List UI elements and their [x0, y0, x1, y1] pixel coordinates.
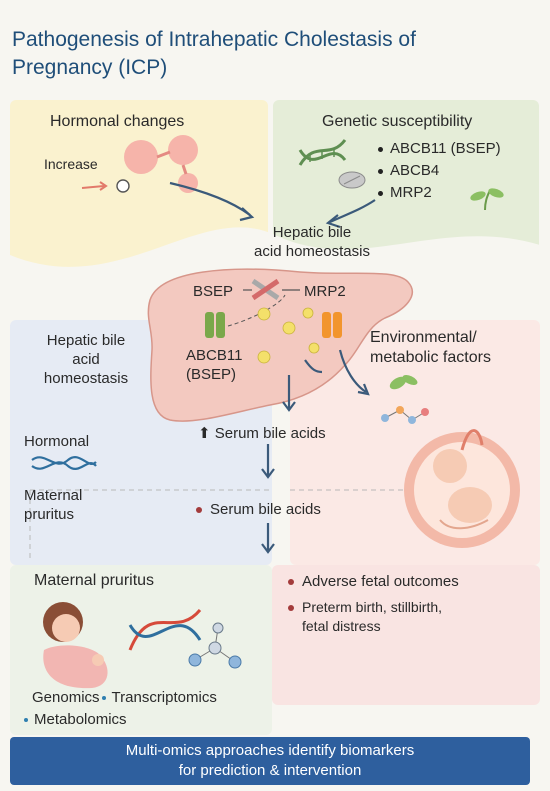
title-line-2: Pregnancy (ICP) [12, 56, 168, 79]
serum-bile-acids-text-2: Serum bile acids [210, 501, 321, 518]
hepatic-label-line-1: Hepatic bile [272, 224, 352, 241]
abcb11-label: ABCB11 (BSEP) [186, 346, 242, 384]
arrow-liver-right-2 [338, 349, 367, 393]
abcb11-transporter-icon [205, 312, 225, 338]
omics-molecule-icon [188, 622, 242, 669]
liver-illustration [147, 268, 414, 422]
genetic-item: ABCB11 (BSEP) [378, 138, 501, 160]
pill-icon [338, 171, 366, 189]
genetic-susceptibility-heading: Genetic susceptibility [322, 113, 473, 130]
genetic-item: MRP2 [378, 182, 501, 204]
maternal-pruritus-label: Maternal pruritus [24, 486, 82, 524]
environment-line-2: metabolic factors [370, 349, 491, 366]
red-bullet-icon [288, 579, 294, 586]
bsep-label: BSEP [193, 283, 234, 300]
pregnant-woman-icon [43, 602, 108, 689]
banner-line-2: for prediction & intervention [178, 762, 362, 779]
multi-omics-banner: Multi-omics approaches identify biomarke… [10, 737, 530, 785]
transcriptomics-label: Transcriptomics [111, 689, 217, 706]
sprout-icon [470, 188, 504, 211]
blue-bullet-icon [24, 718, 28, 723]
increase-label: Increase [44, 156, 98, 172]
adverse-fetal-outcomes-heading: Adverse fetal outcomes [288, 572, 459, 591]
fetal-line-1: Preterm birth, stillbirth, [302, 599, 443, 615]
hormonal-label: Hormonal [24, 433, 90, 450]
maternal-line-2: pruritus [24, 506, 75, 523]
metabolomics-label: Metabolomics [22, 710, 127, 729]
fetal-outcomes-detail: Preterm birth, stillbirth, fetal distres… [288, 598, 442, 636]
abcb11-line-2: (BSEP) [186, 366, 237, 383]
fetal-line-2: fetal distress [302, 618, 381, 634]
red-bullet-icon [196, 507, 202, 514]
mrp2-label: MRP2 [304, 283, 346, 300]
banner-line-1: Multi-omics approaches identify biomarke… [125, 742, 415, 759]
page-title: Pathogenesis of Intrahepatic Cholestasis… [12, 26, 532, 82]
left-heading-line-2: acid homeostasis [43, 351, 129, 387]
blocked-transport-x-icon [251, 278, 280, 301]
serum-bile-acids-increase: ⬆ Serum bile acids [198, 424, 326, 443]
hormonal-changes-heading: Hormonal changes [50, 113, 185, 130]
adverse-fetal-panel [272, 565, 540, 705]
title-line-1: Pathogenesis of Intrahepatic Cholestasis… [12, 28, 416, 51]
blue-bullet-icon [101, 696, 106, 701]
abcb11-line-1: ABCB11 [186, 347, 243, 364]
up-arrow-icon: ⬆ [198, 425, 211, 442]
dna-helix-icon [298, 139, 347, 166]
hormone-molecule-icon [81, 135, 198, 193]
environment-line-1: Environmental/ [370, 329, 477, 346]
hepatic-homeostasis-label: Hepatic bile acid homeostasis [252, 223, 372, 261]
serum-bile-acids-item: Serum bile acids [196, 500, 321, 519]
genetic-item: ABCB4 [378, 160, 501, 182]
wave-divider [10, 227, 540, 275]
omics-heading: Maternal pruritus [34, 572, 155, 589]
hepatic-label-line-2: acid homeostasis [254, 243, 370, 260]
left-panel-heading: Hepatic bile acid homeostasis [30, 331, 142, 388]
mrp2-transporter-icon [322, 312, 342, 338]
environmental-factors-label: Environmental/ metabolic factors [370, 328, 491, 368]
leaf-molecule-icon [381, 375, 429, 424]
red-bullet-icon [288, 605, 294, 612]
arrow-genetic-to-liver [329, 199, 376, 223]
maternal-line-1: Maternal [24, 487, 83, 504]
arrow-liver-right-1 [304, 359, 323, 374]
genetic-list: ABCB11 (BSEP) ABCB4 MRP2 [378, 138, 501, 204]
bile-acid-dots [257, 307, 320, 364]
fetus-in-womb-icon [404, 429, 520, 548]
serum-bile-acids-text: Serum bile acids [214, 425, 326, 442]
left-heading-line-1: Hepatic bile [46, 332, 126, 349]
small-dna-icon [31, 456, 97, 470]
omics-dna-icon [128, 609, 202, 651]
